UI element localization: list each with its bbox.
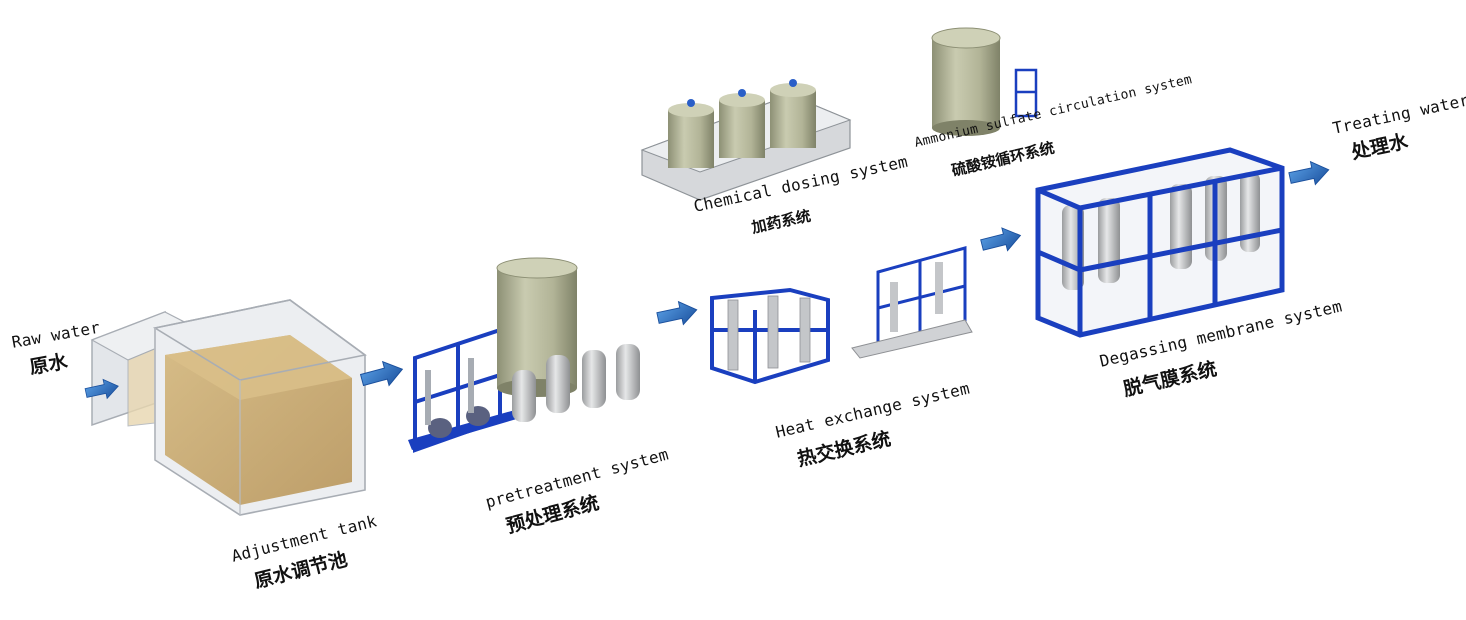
flow-arrow-icon <box>358 356 407 393</box>
adjustment-tank <box>90 299 367 516</box>
flow-arrow-icon <box>978 223 1024 257</box>
pretreatment-system <box>408 257 640 453</box>
storage-tank-icon <box>668 79 816 168</box>
flow-arrow-icon <box>655 297 700 330</box>
degassing-membrane-system <box>1035 147 1285 338</box>
storage-tank-icon <box>931 27 1001 136</box>
outlet-arrow-icon <box>1287 157 1332 190</box>
pressure-vessel-icon <box>512 344 640 422</box>
skid-frame-icon <box>1035 147 1285 338</box>
pump-icon <box>425 358 490 438</box>
heat-exchange-system <box>710 246 973 385</box>
chemical-dosing-system <box>640 79 852 201</box>
skid-frame-icon <box>1014 68 1038 118</box>
ammonium-sulfate-system <box>931 27 1038 136</box>
